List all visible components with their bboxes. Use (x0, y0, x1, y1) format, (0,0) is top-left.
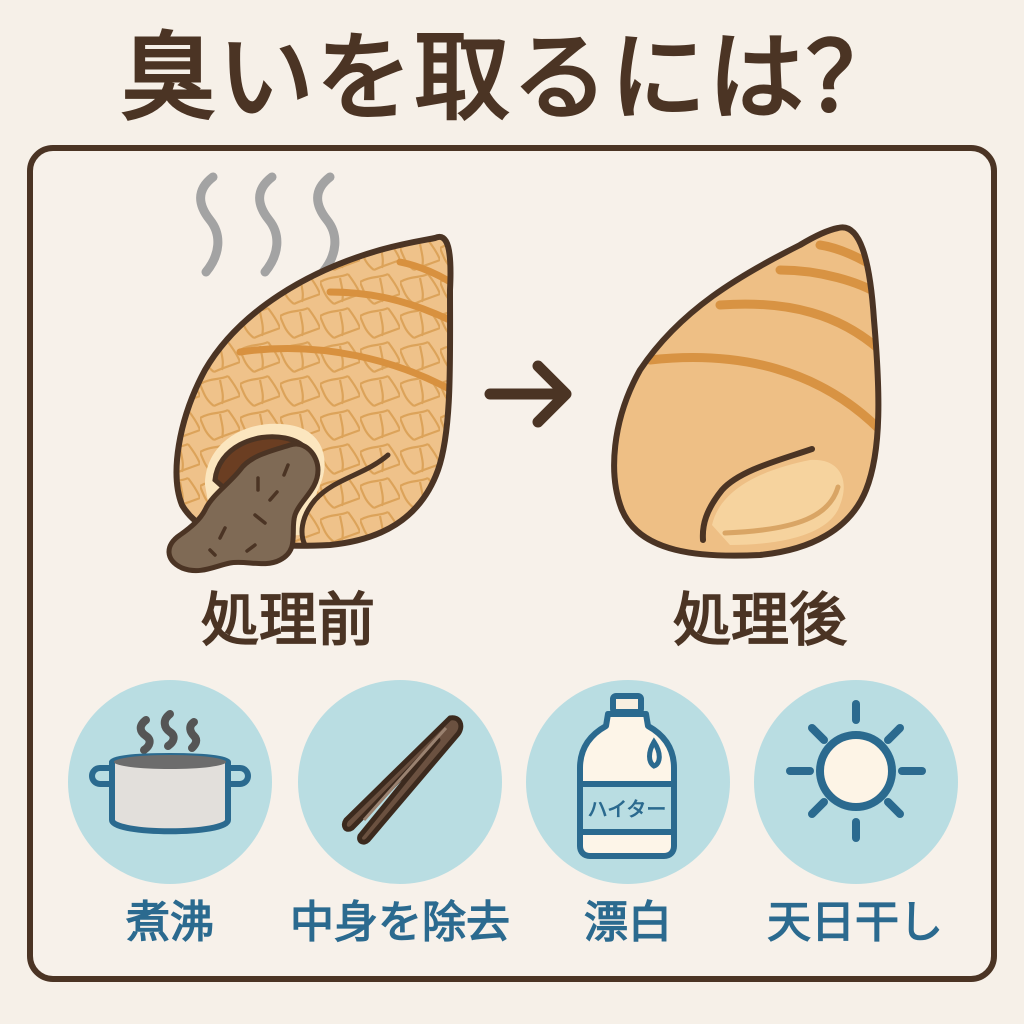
odor-lines-icon (196, 172, 340, 277)
method-bleach-circle: ハイター (526, 680, 730, 884)
sun-icon (786, 700, 926, 842)
method-sundry-label: 天日干し (767, 897, 943, 948)
method-boiling-circle (68, 680, 272, 884)
method-sundry-circle (754, 680, 958, 884)
bleach-bottle-icon: ハイター (577, 693, 677, 859)
right-arrow-icon (484, 360, 572, 428)
bottle-label-text: ハイター (588, 797, 667, 821)
boiling-pot-icon (89, 710, 251, 835)
method-remove-circle (298, 680, 502, 884)
method-boiling-label: 煮沸 (126, 897, 214, 948)
before-label: 処理前 (200, 586, 375, 654)
dirty-shell-icon (166, 233, 454, 574)
page-title: 臭いを取るには？ (120, 22, 904, 134)
method-remove-label: 中身を除去 (290, 897, 510, 948)
after-label: 処理後 (672, 586, 847, 654)
tweezers-icon (341, 715, 464, 845)
method-bleach-label: 漂白 (584, 897, 672, 948)
clean-shell-icon (611, 224, 882, 559)
